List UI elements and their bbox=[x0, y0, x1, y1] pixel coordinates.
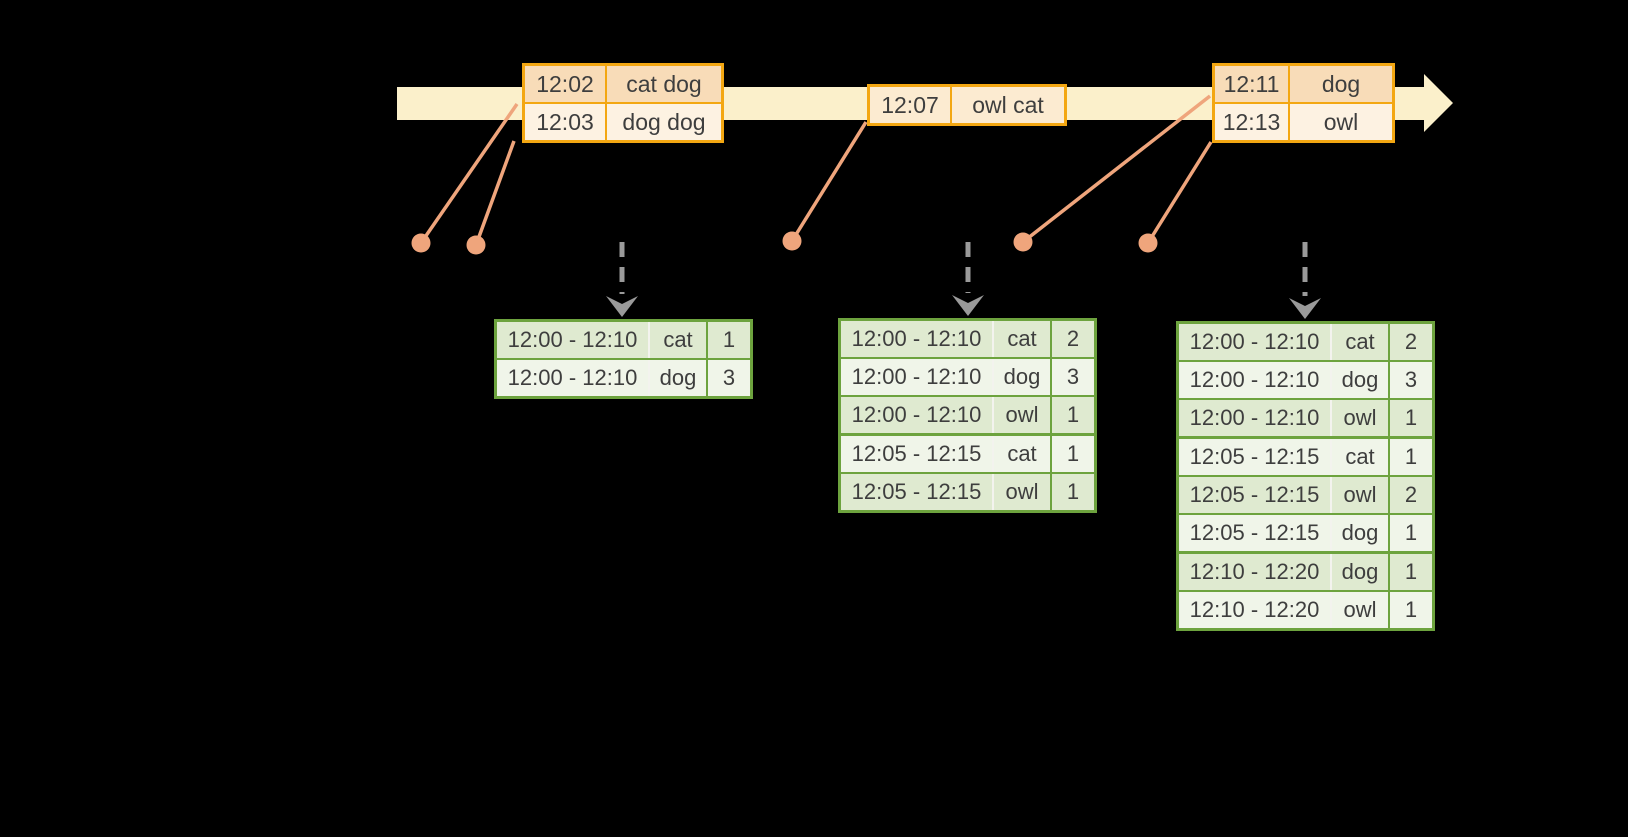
window-cell: 12:05 - 12:15 bbox=[1179, 515, 1330, 551]
word-cell: owl bbox=[1332, 400, 1388, 436]
event-line bbox=[419, 103, 519, 244]
window-cell: 12:05 - 12:15 bbox=[1179, 477, 1330, 513]
event-line bbox=[474, 140, 516, 246]
count-cell: 1 bbox=[1052, 397, 1094, 433]
trigger-arrowhead-icon bbox=[952, 295, 984, 316]
count-cell: 1 bbox=[708, 322, 750, 358]
count-cell: 2 bbox=[1390, 477, 1432, 513]
count-cell: 1 bbox=[1390, 592, 1432, 628]
window-cell: 12:00 - 12:10 bbox=[841, 359, 992, 395]
word-cell: owl bbox=[994, 397, 1050, 433]
window-cell: 12:10 - 12:20 bbox=[1179, 554, 1330, 590]
word-cell: dog bbox=[1332, 554, 1388, 590]
event-line bbox=[1021, 94, 1212, 244]
word-cell: owl bbox=[1332, 592, 1388, 628]
event-words-cell: owl bbox=[1290, 104, 1392, 140]
word-cell: dog bbox=[1332, 515, 1388, 551]
event-dot bbox=[411, 233, 431, 253]
word-cell: dog bbox=[994, 359, 1050, 395]
event-dot bbox=[466, 235, 486, 255]
event-time-cell: 12:03 bbox=[525, 104, 605, 140]
event-words-cell: cat dog bbox=[607, 66, 721, 102]
event-dot bbox=[782, 231, 802, 251]
event-time-cell: 12:07 bbox=[870, 87, 950, 123]
window-cell: 12:05 - 12:15 bbox=[1179, 439, 1330, 475]
count-cell: 1 bbox=[1390, 515, 1432, 551]
window-cell: 12:00 - 12:10 bbox=[497, 360, 648, 396]
event-words-cell: dog bbox=[1290, 66, 1392, 102]
count-cell: 2 bbox=[1052, 321, 1094, 357]
count-cell: 3 bbox=[1052, 359, 1094, 395]
window-cell: 12:00 - 12:10 bbox=[841, 321, 992, 357]
word-cell: owl bbox=[1332, 477, 1388, 513]
word-cell: cat bbox=[1332, 439, 1388, 475]
count-cell: 1 bbox=[1390, 439, 1432, 475]
count-cell: 3 bbox=[1390, 362, 1432, 398]
count-cell: 3 bbox=[708, 360, 750, 396]
window-cell: 12:00 - 12:10 bbox=[1179, 400, 1330, 436]
event-time-cell: 12:13 bbox=[1215, 104, 1288, 140]
event-time-cell: 12:11 bbox=[1215, 66, 1288, 102]
event-dot bbox=[1138, 233, 1158, 253]
event-line bbox=[1146, 141, 1213, 244]
word-cell: dog bbox=[1332, 362, 1388, 398]
window-cell: 12:00 - 12:10 bbox=[841, 397, 992, 433]
window-cell: 12:00 - 12:10 bbox=[497, 322, 648, 358]
window-cell: 12:05 - 12:15 bbox=[841, 474, 992, 510]
word-cell: cat bbox=[650, 322, 706, 358]
word-cell: owl bbox=[994, 474, 1050, 510]
event-time-cell: 12:02 bbox=[525, 66, 605, 102]
count-cell: 1 bbox=[1390, 554, 1432, 590]
event-words-cell: dog dog bbox=[607, 104, 721, 140]
event-dot bbox=[1013, 232, 1033, 252]
count-cell: 1 bbox=[1052, 474, 1094, 510]
word-cell: cat bbox=[994, 321, 1050, 357]
count-cell: 2 bbox=[1390, 324, 1432, 360]
trigger-arrowhead-icon bbox=[1289, 298, 1321, 319]
event-line bbox=[790, 121, 868, 242]
word-cell: cat bbox=[994, 436, 1050, 472]
trigger-arrowhead-icon bbox=[606, 296, 638, 317]
word-cell: cat bbox=[1332, 324, 1388, 360]
count-cell: 1 bbox=[1390, 400, 1432, 436]
event-words-cell: owl cat bbox=[952, 87, 1064, 123]
timeline-arrowhead-icon bbox=[1424, 74, 1453, 132]
count-cell: 1 bbox=[1052, 436, 1094, 472]
window-cell: 12:00 - 12:10 bbox=[1179, 324, 1330, 360]
window-cell: 12:10 - 12:20 bbox=[1179, 592, 1330, 628]
window-cell: 12:00 - 12:10 bbox=[1179, 362, 1330, 398]
word-cell: dog bbox=[650, 360, 706, 396]
window-cell: 12:05 - 12:15 bbox=[841, 436, 992, 472]
